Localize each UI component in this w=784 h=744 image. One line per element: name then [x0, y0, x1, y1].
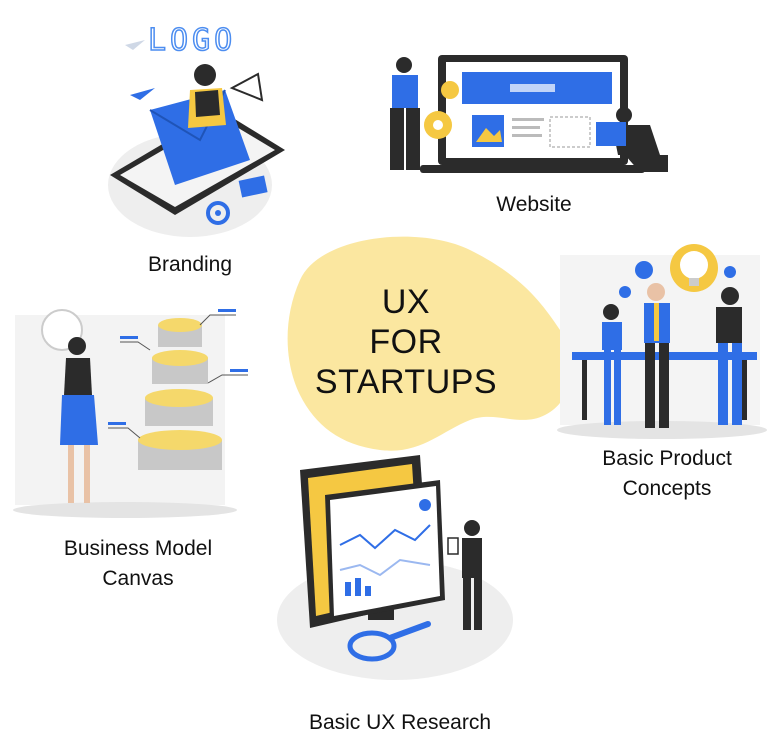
business-model-label: Business Model Canvas	[40, 534, 236, 594]
website-label: Website	[496, 193, 572, 216]
center-title-line-1: UX	[381, 283, 431, 321]
product-concepts-label-line-2: Concepts	[622, 477, 712, 500]
center-title: UX FOR STARTUPS	[296, 282, 516, 402]
product-concepts-label-line-1: Basic Product	[602, 447, 732, 470]
product-concepts-label: Basic Product Concepts	[572, 444, 762, 504]
center-title-line-3: STARTUPS	[314, 363, 498, 401]
branding-label: Branding	[147, 253, 233, 276]
logo-text: LOGO	[148, 23, 236, 58]
business-model-label-line-1: Business Model	[63, 537, 213, 560]
center-title-line-2: FOR	[369, 323, 443, 361]
ux-research-label: Basic UX Research	[308, 711, 492, 734]
business-model-label-line-2: Canvas	[102, 567, 174, 590]
